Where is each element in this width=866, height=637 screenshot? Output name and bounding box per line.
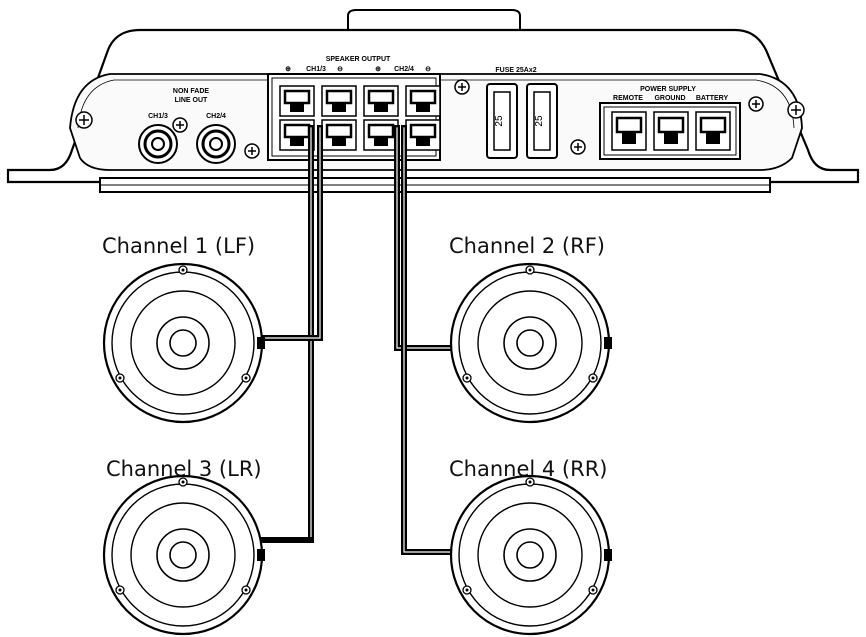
- line-out-label-1: NON FADE: [173, 88, 210, 95]
- screw-icon: [570, 139, 586, 155]
- screw-icon: [787, 101, 805, 119]
- speaker-channel-2: [449, 262, 612, 424]
- mount-hole-icon: [178, 265, 188, 275]
- mount-hole-icon: [241, 585, 251, 595]
- screw-icon: [244, 143, 260, 159]
- battery-label: BATTERY: [696, 95, 729, 102]
- screw-icon: [75, 111, 93, 129]
- terminal: [321, 119, 357, 151]
- mount-hole-icon: [241, 373, 251, 383]
- terminal: [279, 85, 315, 117]
- power-terminal: [611, 111, 647, 151]
- speaker-channel-1: [102, 262, 265, 424]
- speaker-channel-3: [102, 474, 265, 636]
- ch13-label: CH1/3: [306, 66, 326, 73]
- ground-label: GROUND: [654, 95, 685, 102]
- mount-hole-icon: [588, 373, 598, 383]
- power-terminal: [695, 111, 731, 151]
- power-terminals: [611, 111, 731, 151]
- screw-icon: [172, 117, 188, 133]
- terminal: [321, 85, 357, 117]
- channel-1-label: Channel 1 (LF): [102, 234, 255, 258]
- mount-hole-icon: [588, 585, 598, 595]
- terminal: [363, 119, 399, 151]
- channel-2-label: Channel 2 (RF): [449, 234, 605, 258]
- fuse-value: 25: [494, 115, 505, 127]
- speaker-wires: [259, 125, 455, 555]
- remote-label: REMOTE: [613, 95, 643, 102]
- fuse: 25: [486, 83, 518, 159]
- speakers: [102, 262, 612, 636]
- fuse-value: 25: [534, 115, 545, 127]
- speaker-terminals: [279, 85, 441, 151]
- rca-jack-ch24: [196, 124, 236, 164]
- speaker-output-label: SPEAKER OUTPUT: [326, 56, 391, 63]
- fuse: 25: [526, 83, 558, 159]
- ch24-label: CH2/4: [394, 66, 414, 73]
- screw-icon: [454, 79, 470, 95]
- rca-ch13-label: CH1/3: [148, 113, 168, 120]
- fuse-label: FUSE 25Ax2: [495, 67, 536, 74]
- terminal: [405, 85, 441, 117]
- terminal: [363, 85, 399, 117]
- minus-label: ⊖: [337, 66, 343, 73]
- plus-label: ⊕: [375, 66, 381, 73]
- screw-icon: [748, 96, 764, 112]
- speaker-channel-4: [449, 474, 612, 636]
- line-out-label-2: LINE OUT: [175, 97, 208, 104]
- amplifier: NON FADE LINE OUT CH1/3 CH2/4 SPEAKER OU…: [6, 9, 860, 193]
- mount-hole-icon: [178, 477, 188, 487]
- mount-hole-icon: [462, 585, 472, 595]
- mount-hole-icon: [115, 373, 125, 383]
- mount-hole-icon: [115, 585, 125, 595]
- power-supply-label: POWER SUPPLY: [640, 86, 696, 93]
- power-terminal: [653, 111, 689, 151]
- minus-label: ⊖: [425, 66, 431, 73]
- rca-jack-ch13: [138, 124, 178, 164]
- terminal: [405, 119, 441, 151]
- mount-hole-icon: [462, 373, 472, 383]
- mount-hole-icon: [525, 477, 535, 487]
- plus-label: ⊕: [285, 66, 291, 73]
- mount-hole-icon: [525, 265, 535, 275]
- rca-ch24-label: CH2/4: [206, 113, 226, 120]
